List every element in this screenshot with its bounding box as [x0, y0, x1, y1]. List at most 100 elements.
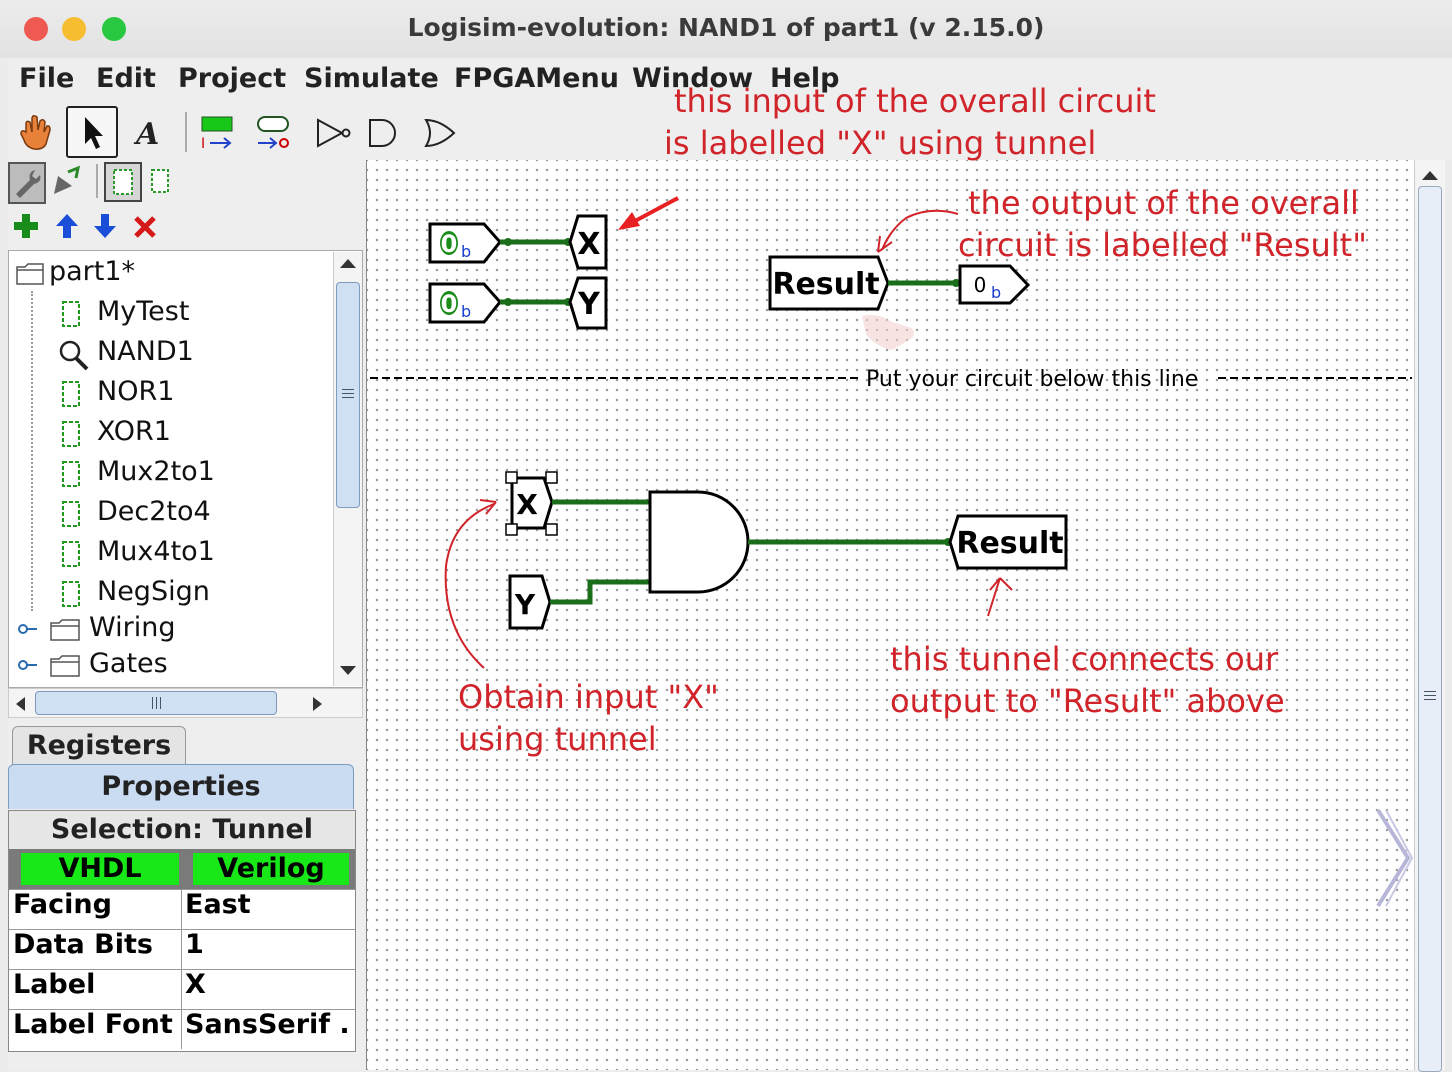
- tab-registers[interactable]: Registers: [12, 726, 186, 765]
- toolbar-separator-2: [96, 164, 98, 198]
- tree-item-label: Dec2to4: [97, 496, 211, 527]
- svg-text:A: A: [133, 117, 159, 148]
- tree-item-xor1[interactable]: XOR1: [9, 415, 339, 451]
- pin-suffix-text: b: [991, 283, 1001, 302]
- pin-suffix-text: b: [461, 242, 471, 261]
- tunnel-result-bottom[interactable]: Result: [948, 514, 1068, 570]
- tunnel-x-bottom[interactable]: X: [505, 471, 558, 536]
- tunnel-y-bottom[interactable]: Y: [508, 574, 552, 630]
- property-row[interactable]: Facing East: [9, 889, 355, 930]
- tunnel-label: Result: [772, 267, 879, 302]
- menu-project[interactable]: Project: [178, 63, 287, 94]
- property-row[interactable]: Label X: [9, 969, 355, 1010]
- wire[interactable]: [550, 579, 650, 605]
- canvas-vertical-scrollbar[interactable]: [1414, 160, 1445, 1072]
- not-gate-icon[interactable]: [314, 116, 352, 150]
- maximize-window-button[interactable]: [102, 17, 126, 41]
- tree-scroll-thumb[interactable]: [336, 282, 360, 508]
- annotation-arrow: [987, 577, 1001, 617]
- output-pin-icon[interactable]: [254, 114, 294, 152]
- tree-item-mytest[interactable]: MyTest: [9, 295, 339, 331]
- add-icon[interactable]: [12, 212, 40, 240]
- menu-window[interactable]: Window: [632, 63, 754, 94]
- tree-folder-gates[interactable]: Gates: [9, 647, 339, 683]
- wrench-icon[interactable]: [8, 162, 46, 204]
- tunnel-y-top[interactable]: Y: [568, 276, 608, 330]
- tab-properties[interactable]: Properties: [8, 764, 354, 809]
- scroll-right-arrow-icon[interactable]: [311, 695, 325, 713]
- input-pin-icon[interactable]: I: [198, 114, 238, 152]
- simulate-icon[interactable]: [48, 164, 84, 200]
- move-up-icon[interactable]: [54, 212, 80, 240]
- property-value[interactable]: SansSerif ...: [185, 1009, 351, 1040]
- tree-item-dec2to4[interactable]: Dec2to4: [9, 495, 339, 531]
- annotation-connect-1: this tunnel connects our: [890, 640, 1279, 678]
- folder-icon: [16, 263, 44, 285]
- pin-suffix-text: b: [461, 302, 471, 321]
- verilog-button[interactable]: Verilog: [193, 853, 349, 885]
- circuit-icon: [62, 581, 80, 607]
- tree-vertical-scrollbar[interactable]: [333, 252, 362, 686]
- tree-item-nand1[interactable]: NAND1: [9, 335, 339, 371]
- menu-help[interactable]: Help: [770, 63, 840, 94]
- delete-icon[interactable]: [132, 214, 158, 240]
- circuit-icon: [62, 381, 80, 407]
- annotation-arrow: [444, 503, 495, 669]
- and-gate-icon[interactable]: [366, 116, 402, 150]
- tree-hscroll-thumb[interactable]: [35, 691, 277, 715]
- appearance-icon[interactable]: [146, 164, 176, 198]
- minimize-window-button[interactable]: [62, 17, 86, 41]
- menu-edit[interactable]: Edit: [96, 63, 156, 94]
- or-gate-icon[interactable]: [422, 116, 460, 150]
- tree-item-negsign[interactable]: NegSign: [9, 575, 339, 611]
- close-window-button[interactable]: [24, 17, 48, 41]
- tree-horizontal-scrollbar[interactable]: [8, 688, 363, 718]
- tree-item-nor1[interactable]: NOR1: [9, 375, 339, 411]
- property-key: Data Bits: [13, 929, 153, 960]
- scroll-up-arrow-icon[interactable]: [338, 256, 358, 270]
- toolbar-separator: [185, 112, 187, 152]
- chevron-right-icon[interactable]: [1372, 806, 1416, 910]
- and-gate[interactable]: [648, 490, 750, 594]
- magnifier-icon: [59, 340, 89, 371]
- tunnel-x-top[interactable]: X: [568, 214, 608, 270]
- property-row[interactable]: Label Font SansSerif ...: [9, 1009, 355, 1049]
- annotation-output-note-2: circuit is labelled "Result": [958, 226, 1367, 264]
- output-pin-result[interactable]: 0 b: [958, 264, 1031, 305]
- scroll-up-arrow-icon[interactable]: [1420, 168, 1440, 182]
- canvas-scroll-thumb[interactable]: [1418, 186, 1442, 1072]
- input-pin-y[interactable]: 0 b: [428, 282, 502, 324]
- scroll-down-arrow-icon[interactable]: [338, 664, 358, 678]
- property-value[interactable]: X: [185, 969, 206, 1000]
- title-bar: Logisim-evolution: NAND1 of part1 (v 2.1…: [0, 0, 1452, 58]
- menu-simulate[interactable]: Simulate: [304, 63, 439, 94]
- tree-item-label: NAND1: [97, 336, 194, 367]
- property-value[interactable]: East: [185, 889, 251, 920]
- vhdl-button[interactable]: VHDL: [21, 853, 179, 885]
- arrow-select-icon[interactable]: [66, 106, 118, 158]
- text-tool-icon[interactable]: A: [132, 114, 166, 148]
- menu-fpgamenu[interactable]: FPGAMenu: [454, 63, 619, 94]
- property-value[interactable]: 1: [185, 929, 204, 960]
- annotation-input-note-2: is labelled "X" using tunnel: [664, 124, 1097, 162]
- tunnel-result-top[interactable]: Result: [768, 255, 890, 311]
- folder-icon: [50, 619, 80, 641]
- property-row[interactable]: Data Bits 1: [9, 929, 355, 970]
- tree-item-mux2to1[interactable]: Mux2to1: [9, 455, 339, 491]
- tree-item-label: Mux4to1: [97, 536, 215, 567]
- expand-toggle-icon[interactable]: [17, 621, 39, 637]
- expand-toggle-icon[interactable]: [17, 657, 39, 673]
- hdl-row: VHDL Verilog: [9, 849, 355, 890]
- tree-item-label: XOR1: [97, 416, 171, 447]
- menu-file[interactable]: File: [19, 63, 75, 94]
- tree-item-mux4to1[interactable]: Mux4to1: [9, 535, 339, 571]
- move-down-icon[interactable]: [92, 212, 118, 240]
- tree-guide-line: [31, 291, 33, 611]
- tree-folder-wiring[interactable]: Wiring: [9, 611, 339, 647]
- scroll-left-arrow-icon[interactable]: [13, 695, 27, 713]
- annotation-connect-2: output to "Result" above: [890, 682, 1285, 720]
- input-pin-x[interactable]: 0 b: [428, 222, 502, 264]
- hand-poke-icon[interactable]: [18, 112, 54, 152]
- layout-icon[interactable]: [104, 162, 142, 202]
- divider-text: Put your circuit below this line: [866, 367, 1198, 392]
